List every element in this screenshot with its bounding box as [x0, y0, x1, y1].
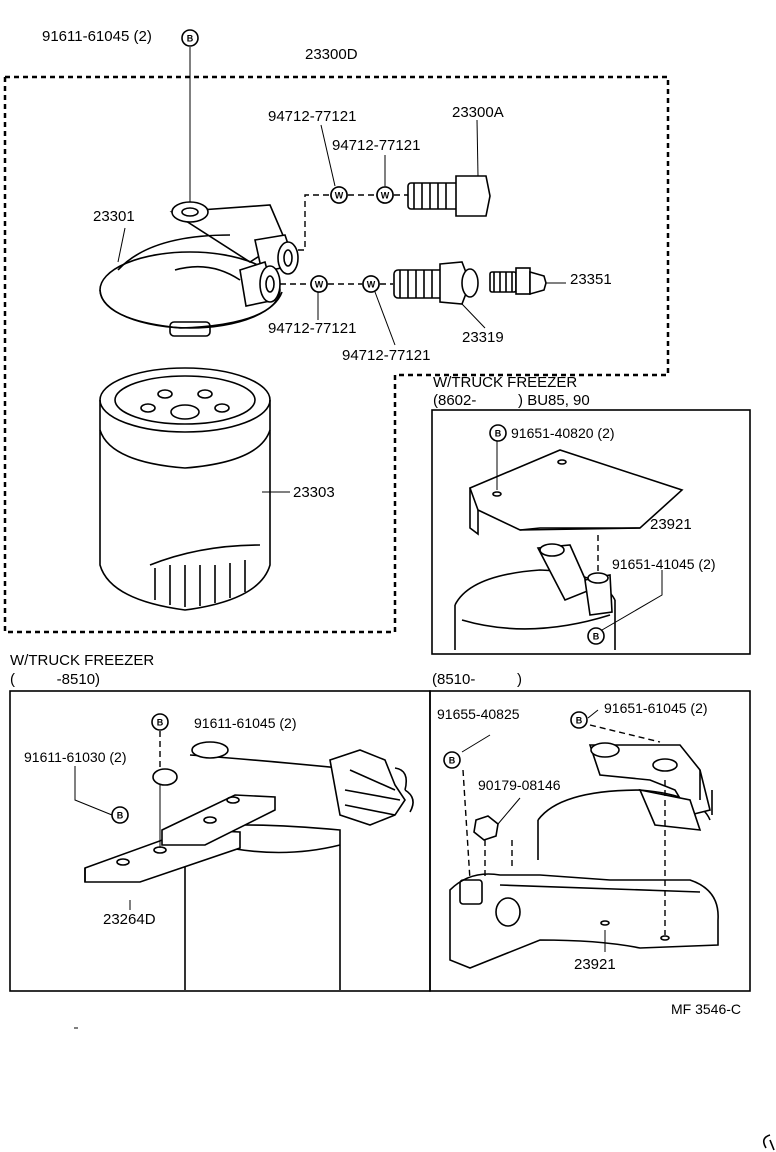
bolt-badge-9: [443, 751, 461, 769]
label-freezer-top-bolt1: 91651-40820 (2): [511, 425, 615, 441]
label-union-bolt: 23319: [462, 329, 504, 346]
bolt-badge-letter-8: B: [117, 811, 124, 821]
panel-8510-range: (8510- ): [432, 671, 523, 688]
gasket-badge-4: [362, 275, 380, 293]
gasket-badge-1: [330, 186, 348, 204]
label-gasket-upper-1: 94712-77121: [268, 108, 357, 125]
label-freezer-bottom-bolt2: 91611-61030 (2): [24, 749, 127, 765]
bolt-badge-5: [489, 424, 507, 442]
label-8510-nut: 90179-08146: [478, 777, 561, 793]
bolt-badge-letter-0: B: [187, 34, 194, 44]
nozzle-drawing: [407, 119, 491, 217]
bolt-badge-10: [570, 711, 588, 729]
bolt-badge-6: [587, 627, 605, 645]
bolt-badge-letter-7: B: [157, 718, 164, 728]
label-filter-element: 23303: [293, 484, 335, 501]
freezer-top-title: W/TRUCK FREEZER: [433, 374, 578, 391]
figure-code: MF 3546-C: [671, 1001, 742, 1017]
freezer-top-range: (8602- ) BU85, 90: [433, 392, 590, 409]
bolt-badge-letter-6: B: [593, 632, 600, 642]
gasket-badge-letter-2: W: [381, 191, 390, 201]
page-corner-glyph: [762, 1134, 775, 1151]
label-8510-bolt1: 91655-40825: [437, 706, 520, 722]
bleeder-plug-drawing: [489, 267, 566, 296]
freezer-top-panel: [431, 409, 751, 655]
label-nozzle: 23300A: [452, 104, 504, 121]
bolt-badge-0: [181, 29, 199, 47]
freezer-bottom-range: ( -8510): [10, 671, 101, 688]
bolt-badge-7: [151, 713, 169, 731]
panel-8510-drawing: [449, 709, 719, 969]
freezer-bottom-drawing: [74, 731, 414, 990]
union-bolt-drawing: [393, 261, 486, 329]
label-freezer-bottom-plate: 23264D: [103, 911, 156, 928]
label-freezer-top-bracket: 23921: [650, 516, 692, 533]
freezer-bottom-title: W/TRUCK FREEZER: [10, 652, 155, 669]
gasket-badge-2: [376, 186, 394, 204]
bolt-badge-letter-10: B: [576, 716, 583, 726]
label-gasket-upper-2: 94712-77121: [332, 137, 421, 154]
label-gasket-lower-1: 94712-77121: [268, 320, 357, 337]
gasket-badge-letter-4: W: [367, 280, 376, 290]
assembly-outline: [3, 75, 670, 634]
label-bleeder-plug: 23351: [570, 271, 612, 288]
label-freezer-top-bolt2: 91651-41045 (2): [612, 556, 716, 572]
panel-8510: [429, 690, 751, 992]
label-freezer-bottom-bolt1: 91611-61045 (2): [194, 715, 297, 731]
bolt-badge-letter-5: B: [495, 429, 502, 439]
bolt-badge-8: [111, 806, 129, 824]
label-8510-bracket: 23921: [574, 956, 616, 973]
label-gasket-lower-2: 94712-77121: [342, 347, 431, 364]
label-filter-cap: 23301: [93, 208, 135, 225]
bolt-badge-letter-9: B: [449, 756, 456, 766]
gasket-badge-letter-1: W: [335, 191, 344, 201]
label-top-bolt: 91611-61045 (2): [42, 28, 152, 45]
filter-element-drawing: [99, 367, 290, 611]
freezer-top-bracket: [454, 441, 684, 650]
label-8510-bolt2: 91651-61045 (2): [604, 700, 708, 716]
label-assembly: 23300D: [305, 46, 358, 63]
gasket-badge-3: [310, 275, 328, 293]
gasket-badge-letter-3: W: [315, 280, 324, 290]
